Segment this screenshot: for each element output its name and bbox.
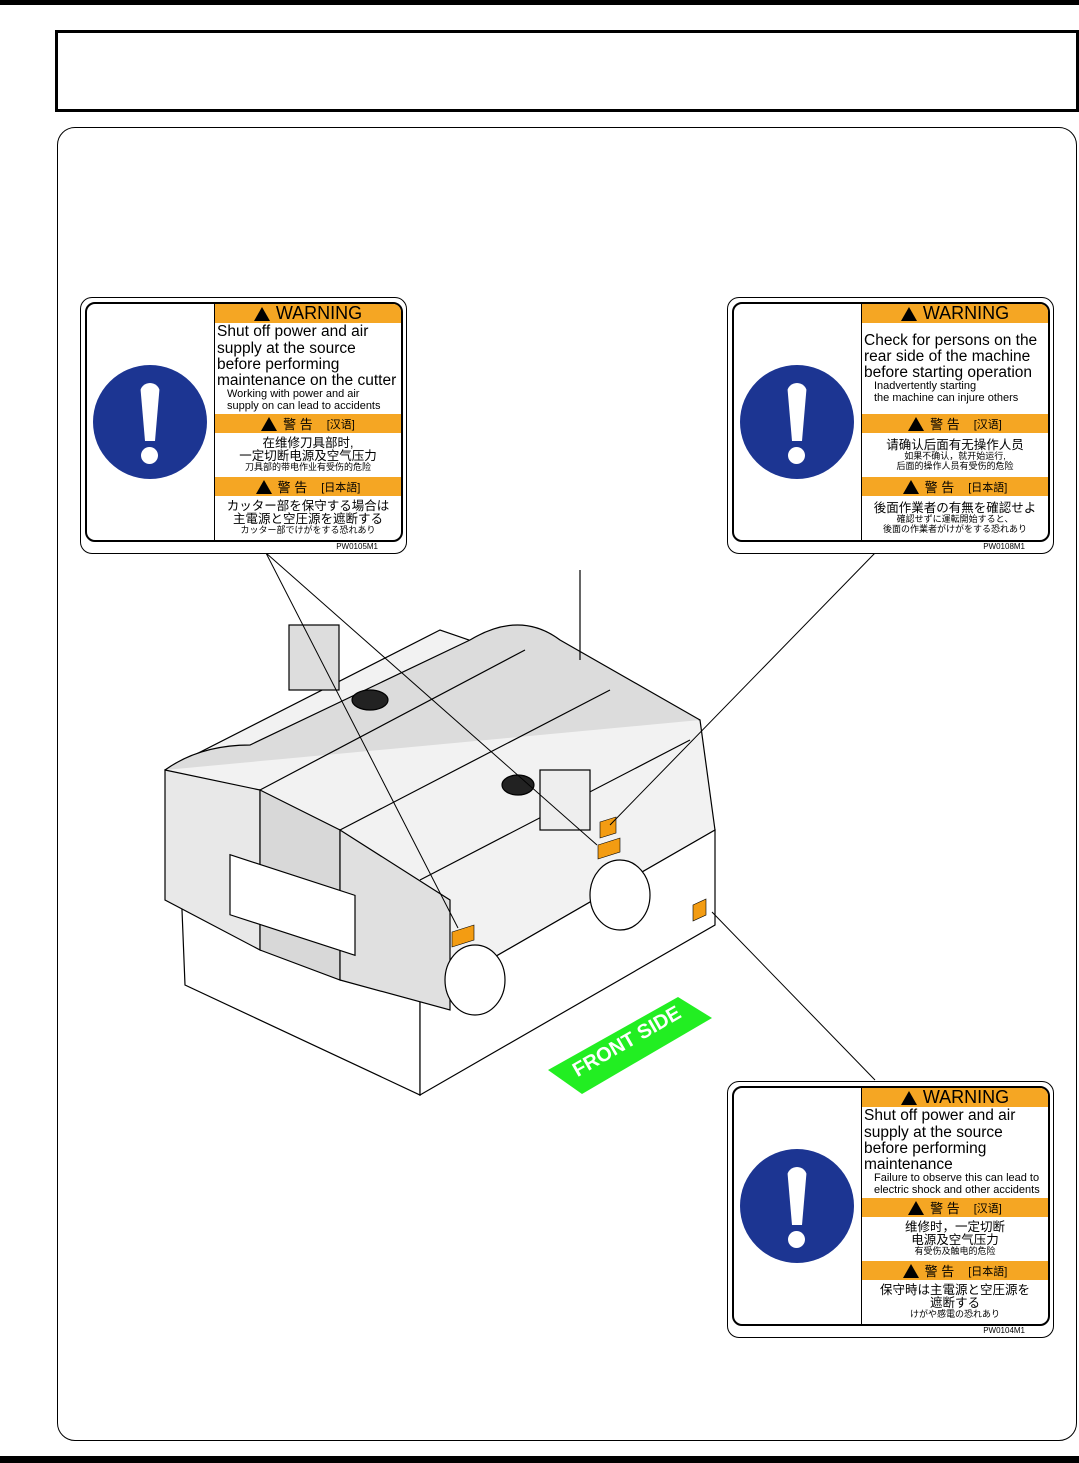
- japanese-header: 警 告[日本語]: [862, 1261, 1048, 1280]
- warning-triangle-icon: [253, 306, 270, 321]
- label-code: PW0108M1: [983, 542, 1025, 551]
- en_main-line: Shut off power and air: [864, 1107, 1016, 1125]
- en_main-line: supply at the source: [217, 339, 356, 357]
- cn_sub-line: 后面的操作人员有受伤的危险: [896, 460, 1014, 471]
- jp_sub-line: 後面の作業者がけがをする恐れあり: [882, 523, 1027, 534]
- en_sub-line: supply on can lead to accidents: [227, 400, 381, 413]
- en_main-line: rear side of the machine: [864, 347, 1031, 365]
- jp_main-line: 保守時は主電源と空圧源を: [879, 1283, 1030, 1298]
- warning-header: WARNING: [862, 1088, 1048, 1107]
- cn_main-line: 电源及空气压力: [911, 1233, 999, 1248]
- top-rule: [0, 0, 1079, 5]
- front-side-sign: FRONT SIDE: [548, 997, 712, 1094]
- leader-lines: [265, 552, 876, 1081]
- warning-triangle-icon: [900, 1090, 917, 1105]
- en_sub-line: Inadvertently starting: [874, 380, 977, 393]
- jp_main-line: カッター部を保守する場合は: [226, 499, 390, 514]
- cn_main-line: 请确认后面有无操作人员: [886, 438, 1024, 452]
- exclamation-icon: [740, 1149, 854, 1263]
- jp_sub-line: けがや感電の恐れあり: [909, 1309, 1000, 1320]
- title-box: [55, 30, 1079, 112]
- warning-sticker-marks: [451, 816, 707, 948]
- en_main-line: maintenance: [864, 1156, 953, 1174]
- en_sub-line: Working with power and air: [227, 388, 360, 401]
- cn_sub-line: 如果不确认，就开始运行,: [904, 451, 1006, 462]
- warning-header: WARNING: [862, 304, 1048, 323]
- en_sub-line: Failure to observe this can lead to: [874, 1172, 1040, 1185]
- cn_sub-line: 有受伤及触电的危险: [914, 1246, 996, 1257]
- chinese-header: 警 告[汉语]: [862, 414, 1048, 433]
- label-code: PW0104M1: [983, 1326, 1025, 1335]
- jp_main-line: 主電源と空圧源を遮断する: [232, 512, 383, 527]
- cn_main-line: 在维修刀具部时,: [262, 436, 354, 451]
- japanese-header: 警 告[日本語]: [862, 477, 1048, 496]
- en_sub-line: the machine can injure others: [874, 391, 1019, 404]
- en_main-line: before starting operation: [864, 364, 1033, 382]
- cn_main-line: 一定切断电源及空气压力: [239, 449, 377, 464]
- warning-triangle-icon: [908, 1200, 925, 1215]
- cn_main-line: 维修时，一定切断: [904, 1220, 1005, 1235]
- exclamation-icon: [93, 365, 207, 479]
- machine-body: [164, 570, 716, 1097]
- jp_main-line: 遮断する: [929, 1296, 980, 1311]
- warning-triangle-icon: [902, 1263, 919, 1278]
- en_main-line: before performing: [864, 1139, 987, 1157]
- warning-triangle-icon: [255, 479, 272, 494]
- warning-triangle-icon: [900, 306, 917, 321]
- exclamation-icon: [740, 365, 854, 479]
- en_main-line: before performing: [217, 355, 340, 373]
- en_main-line: maintenance on the cutter: [217, 372, 397, 390]
- cn_sub-line: 刀具部的带电作业有受伤的危险: [244, 462, 371, 473]
- warning-triangle-icon: [902, 479, 919, 494]
- jp_sub-line: カッター部でけがをする恐れあり: [240, 525, 376, 536]
- en_sub-line: electric shock and other accidents: [874, 1184, 1040, 1197]
- en_main-line: Check for persons on the: [864, 331, 1038, 349]
- warning-triangle-icon: [908, 416, 925, 431]
- en_main-line: Shut off power and air: [217, 323, 369, 341]
- jp_sub-line: 確認せずに運転開始すると、: [896, 514, 1014, 525]
- japanese-header: 警 告[日本語]: [215, 477, 401, 496]
- chinese-header: 警 告[汉语]: [862, 1198, 1048, 1217]
- jp_main-line: 後面作業者の有無を確認せよ: [873, 501, 1037, 515]
- chinese-header: 警 告[汉语]: [215, 414, 401, 433]
- label-code: PW0105M1: [336, 542, 378, 551]
- warning-header: WARNING: [215, 304, 401, 323]
- en_main-line: supply at the source: [864, 1123, 1003, 1141]
- illustration-frame: [57, 127, 1077, 1441]
- warning-triangle-icon: [261, 416, 278, 431]
- bottom-rule: [0, 1456, 1079, 1463]
